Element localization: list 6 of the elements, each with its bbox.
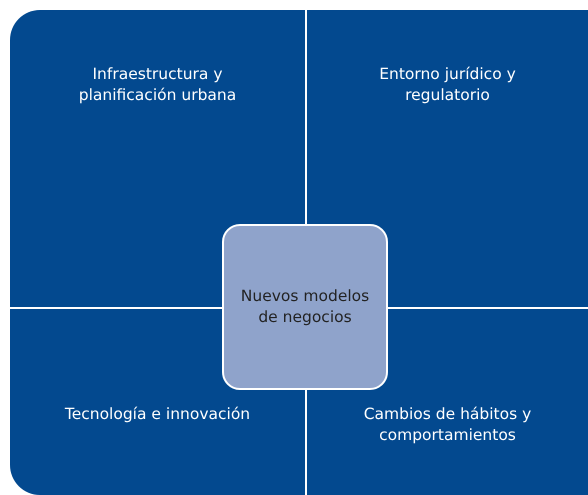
quadrant-label: Cambios de hábitos y comportamientos <box>362 404 532 446</box>
quadrant-label: Tecnología e innovación <box>64 404 250 425</box>
quadrant-label: Infraestructura y planificación urbana <box>78 64 238 106</box>
center-box <box>222 224 388 390</box>
center-label: Nuevos modelos de negocios <box>240 286 370 328</box>
quadrant-label: Entorno jurídico y regulatorio <box>378 64 517 106</box>
